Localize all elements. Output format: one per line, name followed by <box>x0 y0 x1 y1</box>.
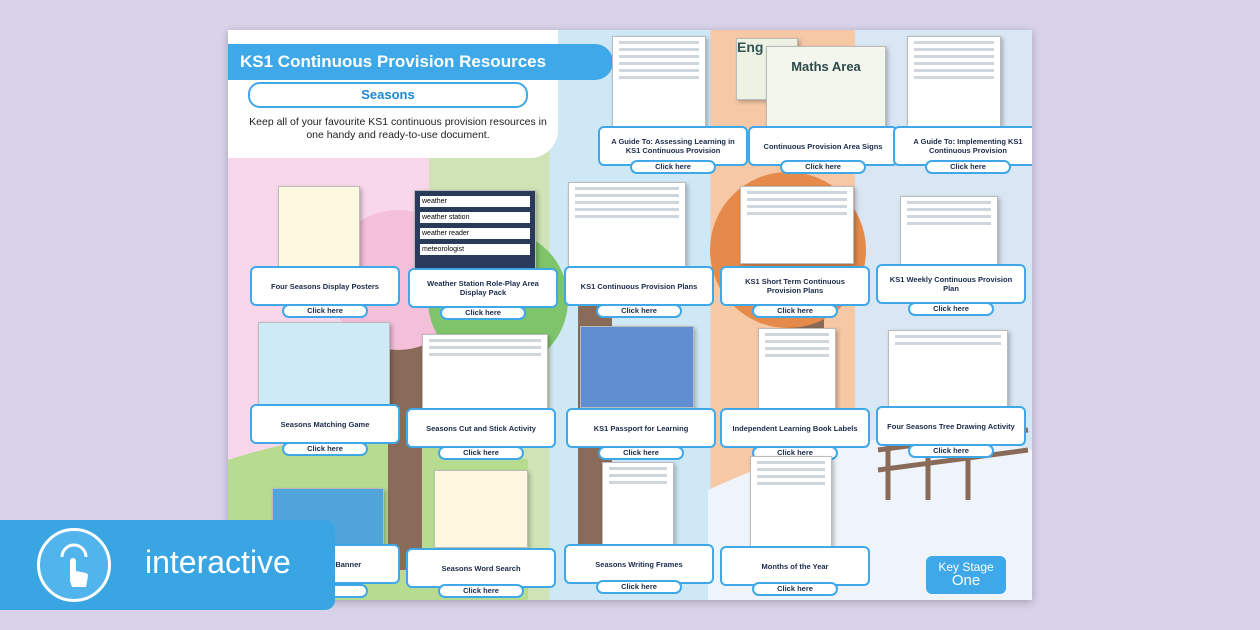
card-thumbnail <box>900 196 998 268</box>
card-matching-game[interactable]: Seasons Matching Game Click here <box>250 322 400 462</box>
thumb-eng-text: Eng <box>737 39 764 55</box>
card-thumbnail <box>568 182 686 268</box>
click-here-button[interactable]: Click here <box>596 580 682 594</box>
card-book-labels[interactable]: Independent Learning Book Labels Click h… <box>720 328 870 468</box>
card-provision-plans[interactable]: KS1 Continuous Provision Plans Click her… <box>564 182 714 322</box>
interactive-label: interactive <box>145 544 291 580</box>
click-here-button[interactable]: Click here <box>908 444 994 458</box>
card-thumbnail <box>750 456 832 548</box>
interactive-badge: interactive <box>0 520 335 610</box>
card-label: Four Seasons Tree Drawing Activity <box>876 406 1026 446</box>
weather-word-2: weather reader <box>420 228 530 239</box>
card-weather-station[interactable]: weather weather station weather reader m… <box>408 190 558 330</box>
card-label: KS1 Weekly Continuous Provision Plan <box>876 264 1026 304</box>
resource-pack-page: KS1 Continuous Provision Resources Seaso… <box>228 30 1032 600</box>
card-label: Weather Station Role-Play Area Display P… <box>408 268 558 308</box>
click-here-button[interactable]: Click here <box>596 304 682 318</box>
card-thumbnail <box>740 186 854 264</box>
click-here-button[interactable]: Click here <box>630 160 716 174</box>
card-months-year[interactable]: Months of the Year Click here <box>720 456 870 600</box>
card-label: A Guide To: Assessing Learning in KS1 Co… <box>598 126 748 166</box>
card-short-term-plans[interactable]: KS1 Short Term Continuous Provision Plan… <box>720 186 870 326</box>
card-thumbnail: weather weather station weather reader m… <box>414 190 536 276</box>
click-here-button[interactable]: Click here <box>282 304 368 318</box>
card-label: Seasons Matching Game <box>250 404 400 444</box>
card-thumbnail <box>758 328 836 410</box>
click-here-button[interactable]: Click here <box>752 304 838 318</box>
click-here-button[interactable]: Click here <box>438 446 524 460</box>
card-thumbnail <box>907 36 1001 128</box>
card-word-search[interactable]: Seasons Word Search Click here <box>406 466 556 600</box>
card-cut-stick[interactable]: Seasons Cut and Stick Activity Click her… <box>406 334 556 474</box>
tap-hand-glyph <box>60 543 89 587</box>
click-here-button[interactable]: Click here <box>752 582 838 596</box>
card-thumbnail <box>434 470 528 548</box>
card-thumbnail <box>580 326 694 408</box>
page-title: KS1 Continuous Provision Resources <box>228 44 613 80</box>
card-label: Independent Learning Book Labels <box>720 408 870 448</box>
weather-word-0: weather <box>420 196 530 207</box>
key-stage-line1: Key Stage <box>938 560 994 574</box>
card-thumbnail <box>612 36 706 128</box>
click-here-button[interactable]: Click here <box>440 306 526 320</box>
card-weekly-plan[interactable]: KS1 Weekly Continuous Provision Plan Cli… <box>876 196 1026 336</box>
click-here-button[interactable]: Click here <box>780 160 866 174</box>
card-label: Seasons Writing Frames <box>564 544 714 584</box>
card-four-seasons-posters[interactable]: Four Seasons Display Posters Click here <box>250 180 400 320</box>
card-thumbnail <box>602 462 674 548</box>
weather-word-3: meteorologist <box>420 244 530 255</box>
card-label: KS1 Passport for Learning <box>566 408 716 448</box>
maths-area-text: Maths Area <box>791 59 861 74</box>
weather-word-1: weather station <box>420 212 530 223</box>
page-description: Keep all of your favourite KS1 continuou… <box>249 116 547 141</box>
tap-hand-icon <box>37 528 111 602</box>
key-stage-line2: One <box>951 572 981 589</box>
card-label: KS1 Continuous Provision Plans <box>564 266 714 306</box>
card-thumbnail <box>888 330 1008 410</box>
click-here-button[interactable]: Click here <box>925 160 1011 174</box>
click-here-button[interactable]: Click here <box>908 302 994 316</box>
click-here-button[interactable]: Click here <box>438 584 524 598</box>
card-label: Seasons Word Search <box>406 548 556 588</box>
key-stage-badge: Key Stage One <box>926 556 1006 594</box>
card-thumbnail: Maths Area <box>766 46 886 128</box>
card-thumbnail <box>422 334 548 410</box>
card-label: KS1 Short Term Continuous Provision Plan… <box>720 266 870 306</box>
card-passport[interactable]: KS1 Passport for Learning Click here <box>566 326 716 466</box>
card-tree-drawing[interactable]: Four Seasons Tree Drawing Activity Click… <box>876 330 1026 470</box>
card-label: Months of the Year <box>720 546 870 586</box>
click-here-button[interactable]: Click here <box>598 446 684 460</box>
card-implementing[interactable]: A Guide To: Implementing KS1 Continuous … <box>893 30 1032 180</box>
card-assessing-learning[interactable]: A Guide To: Assessing Learning in KS1 Co… <box>598 30 748 180</box>
page-subtitle: Seasons <box>248 82 528 108</box>
card-label: Seasons Cut and Stick Activity <box>406 408 556 448</box>
card-area-signs[interactable]: Eng Maths Area Continuous Provision Area… <box>736 30 898 180</box>
card-thumbnail <box>258 322 390 408</box>
card-writing-frames[interactable]: Seasons Writing Frames Click here <box>564 462 714 600</box>
card-label: Four Seasons Display Posters <box>250 266 400 306</box>
click-here-button[interactable]: Click here <box>282 442 368 456</box>
